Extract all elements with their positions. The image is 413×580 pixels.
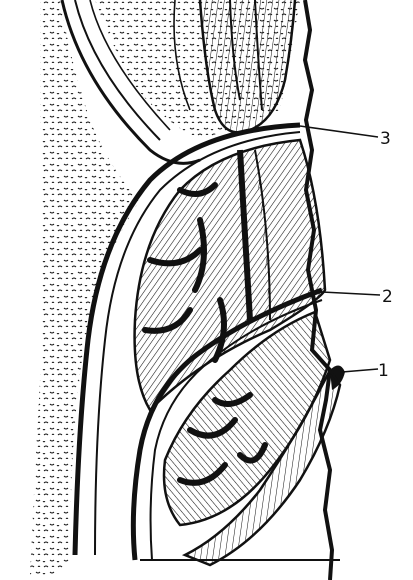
callout-label-2: 2: [382, 287, 393, 307]
callout-label-3: 3: [380, 129, 391, 149]
callout-3: 3: [300, 126, 391, 149]
callout-1: 1: [342, 361, 389, 381]
callout-label-1: 1: [378, 361, 389, 381]
callout-2: 2: [322, 287, 393, 307]
